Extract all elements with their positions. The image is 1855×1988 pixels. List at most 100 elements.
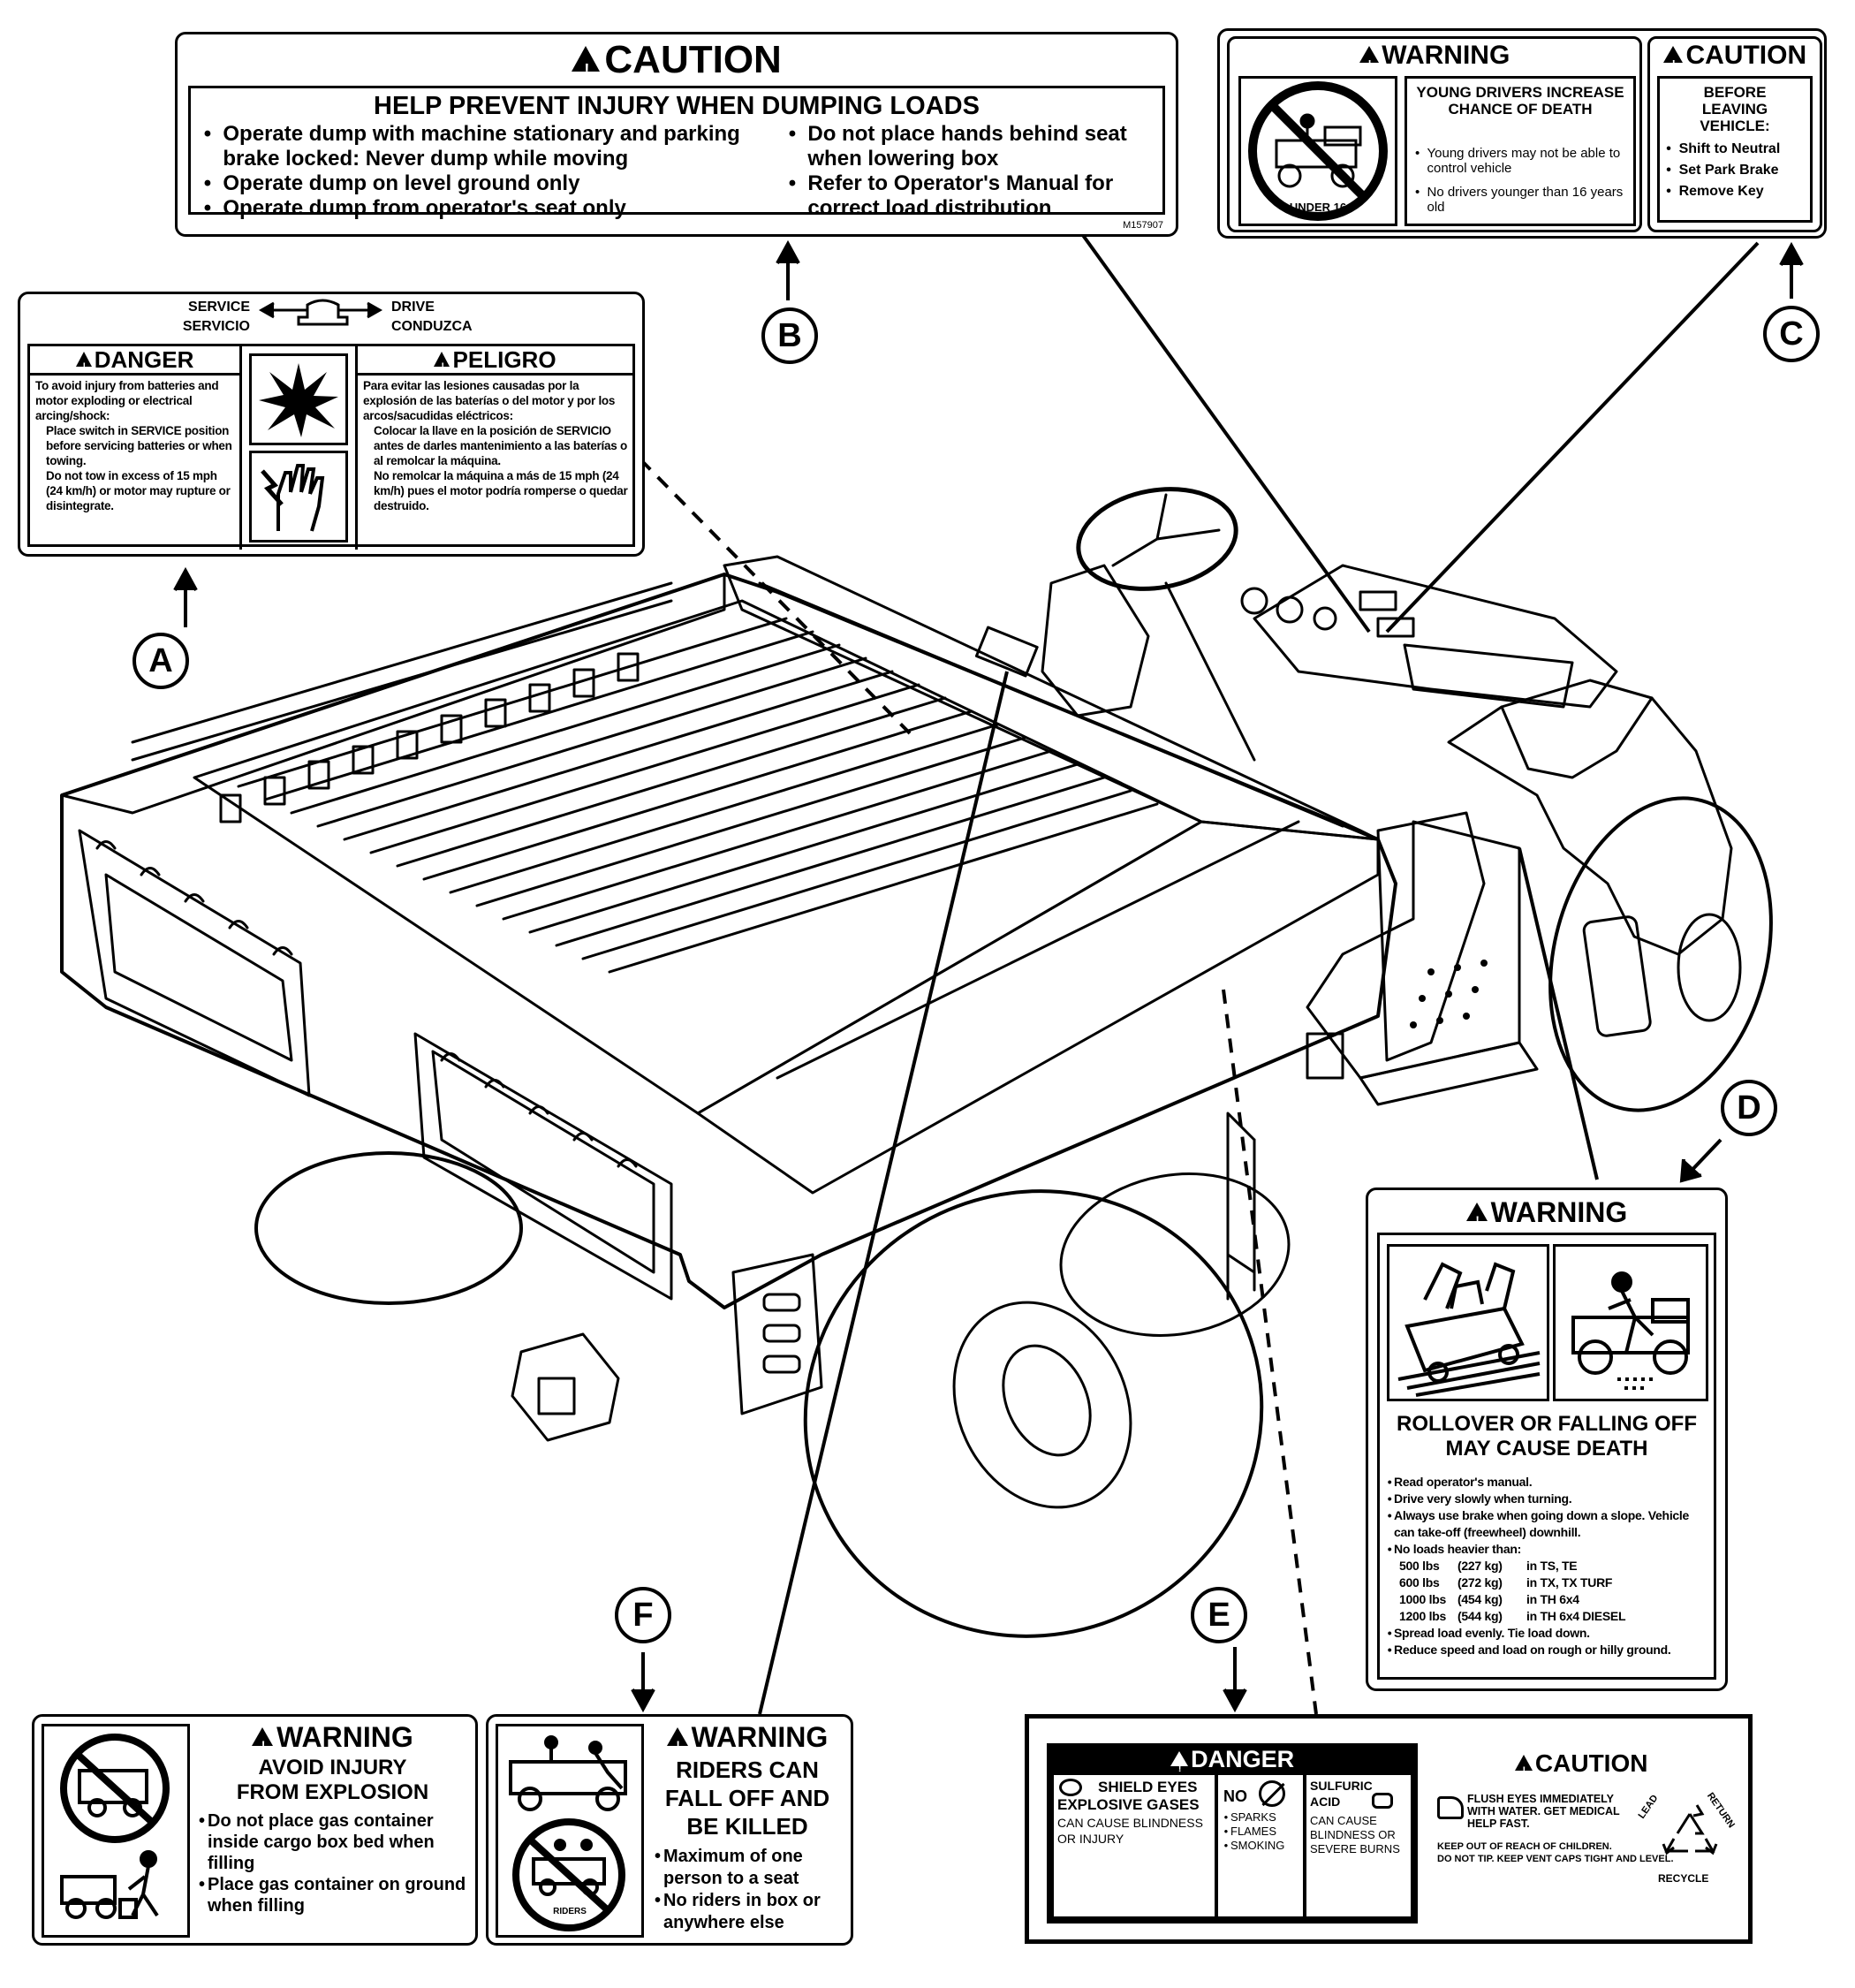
peligro-intro: Para evitar las lesiones causadas por la… bbox=[363, 379, 616, 422]
callout-e: E bbox=[1191, 1587, 1247, 1643]
rail-slots bbox=[219, 652, 640, 823]
decal-b-body: HELP PREVENT INJURY WHEN DUMPING LOADS O… bbox=[188, 86, 1165, 221]
warning-triangle-icon bbox=[1170, 1751, 1188, 1785]
no-smoking-icon bbox=[1259, 1780, 1285, 1807]
electric-shock-hand-icon bbox=[249, 451, 348, 543]
decal-c-caution-title: BEFORE LEAVING VEHICLE: bbox=[1700, 84, 1770, 134]
switch-conduzca-label: CONDUZCA bbox=[391, 319, 473, 334]
list-item: Reduce speed and load on rough or hilly … bbox=[1385, 1642, 1710, 1658]
list-item: Operate dump from operator's seat only bbox=[200, 196, 783, 221]
decal-c-caution: CAUTION BEFORE LEAVING VEHICLE: Shift to… bbox=[1647, 36, 1822, 232]
shield-eyes-box: SHIELD EYES EXPLOSIVE GASES CAN CAUSE BL… bbox=[1054, 1775, 1215, 1916]
decal-c-warning-list: Young drivers may not be able to control… bbox=[1412, 146, 1628, 215]
danger-panel: DANGER To avoid injury from batteries an… bbox=[30, 346, 242, 550]
recycle-icon: LEAD RETURN RECYCLE bbox=[1636, 1789, 1737, 1895]
load-kg: (544 kg) bbox=[1458, 1609, 1503, 1623]
list-item: FLAMES bbox=[1222, 1825, 1284, 1839]
decal-c-caution-body: BEFORE LEAVING VEHICLE: Shift to Neutral… bbox=[1657, 76, 1813, 223]
list-item: Maximum of one person to a seat bbox=[651, 1846, 845, 1890]
shield-eyes-text: SHIELD EYES bbox=[1098, 1779, 1198, 1795]
list-item: No loads heavier than: bbox=[1385, 1541, 1710, 1558]
warning-triangle-icon bbox=[1465, 1203, 1488, 1238]
decal-f2-riders-warning: RIDERS WARNING RIDERS CAN FALL OFF AND B… bbox=[486, 1714, 853, 1946]
decal-f1-title-2: FROM EXPLOSION bbox=[236, 1780, 429, 1804]
flush-line-2: WITH WATER. GET MEDICAL bbox=[1467, 1805, 1620, 1817]
decal-e-danger-panel: DANGER SHIELD EYES EXPLOSIVE GASES CAN C… bbox=[1047, 1743, 1418, 1924]
leader-a-dashed bbox=[639, 458, 912, 735]
switch-service-label: SERVICE bbox=[188, 300, 250, 315]
warning-triangle-icon bbox=[434, 352, 450, 380]
recycle-label: RECYCLE bbox=[1658, 1872, 1709, 1885]
list-item: Drive very slowly when turning. bbox=[1385, 1491, 1710, 1507]
sulfuric-acid-box: SULFURIC ACID CAN CAUSE BLINDNESS OR SEV… bbox=[1306, 1775, 1411, 1916]
decal-d-rollover-warning: WARNING ROLLOVER OR FALLING OFF MAY CAUS… bbox=[1366, 1187, 1728, 1691]
load-lbs: 1200 lbs bbox=[1399, 1609, 1447, 1623]
decal-f1-header: WARNING bbox=[195, 1720, 470, 1763]
flush-line-1: FLUSH EYES IMMEDIATELY bbox=[1467, 1793, 1614, 1805]
decal-b-part-number: M157907 bbox=[1123, 220, 1163, 231]
peligro-header: PELIGRO bbox=[358, 346, 632, 380]
acid-text-3: CAN CAUSE bbox=[1310, 1814, 1377, 1827]
keep-line-1: KEEP OUT OF REACH OF CHILDREN. bbox=[1437, 1841, 1612, 1852]
shield-text-4: OR INJURY bbox=[1057, 1832, 1124, 1846]
no-label: NO bbox=[1223, 1787, 1247, 1805]
decal-f2-title-2: FALL OFF AND bbox=[664, 1785, 830, 1811]
acid-text-5: SEVERE BURNS bbox=[1310, 1842, 1400, 1855]
list-item: Shift to Neutral bbox=[1663, 139, 1808, 160]
warning-triangle-icon bbox=[666, 1727, 688, 1763]
flush-line-3: HELP FAST. bbox=[1467, 1817, 1530, 1830]
danger-text: To avoid injury from batteries and motor… bbox=[35, 378, 236, 513]
list-item: Refer to Operator's Manual for correct l… bbox=[784, 171, 1164, 221]
decal-b-right-list: Do not place hands behind seat when lowe… bbox=[784, 122, 1164, 221]
switch-servicio-label: SERVICIO bbox=[182, 319, 250, 334]
load-row: 500 lbs(227 kg)in TS, TE bbox=[1385, 1558, 1710, 1574]
decal-a-body: DANGER To avoid injury from batteries an… bbox=[27, 344, 635, 550]
danger-header: DANGER bbox=[30, 346, 239, 380]
load-kg: (272 kg) bbox=[1458, 1575, 1503, 1590]
list-item: No riders in box or anywhere else bbox=[651, 1890, 845, 1934]
no-items: SPARKS FLAMES SMOKING bbox=[1222, 1810, 1285, 1853]
decal-f1-explosion-warning: WARNING AVOID INJURY FROM EXPLOSION Do n… bbox=[32, 1714, 478, 1946]
list-item: SMOKING bbox=[1222, 1839, 1285, 1853]
rear-right-wheel bbox=[803, 1189, 1264, 1638]
riders-caption: RIDERS bbox=[553, 1907, 587, 1916]
tailgate-bumps bbox=[95, 840, 638, 1168]
decal-b-dump-caution: CAUTION HELP PREVENT INJURY WHEN DUMPING… bbox=[175, 32, 1178, 237]
warning-triangle-icon bbox=[1359, 46, 1379, 81]
decal-f2-title-1: RIDERS CAN bbox=[676, 1757, 819, 1783]
list-item: Spread load evenly. Tie load down. bbox=[1385, 1625, 1710, 1642]
decal-c-warning-header: WARNING bbox=[1230, 39, 1639, 81]
eye-wash-icon bbox=[1437, 1796, 1464, 1819]
acid-text-2: ACID bbox=[1310, 1795, 1341, 1809]
trailer-hitch bbox=[511, 1332, 620, 1442]
switch-arrows-icon bbox=[258, 299, 383, 326]
decal-d-header: WARNING bbox=[1368, 1195, 1725, 1238]
explosion-icon bbox=[249, 353, 348, 445]
load-model: in TS, TE bbox=[1526, 1559, 1578, 1573]
acid-text-4: BLINDNESS OR bbox=[1310, 1828, 1396, 1841]
warning-triangle-icon bbox=[75, 352, 92, 380]
list-item: Remove Key bbox=[1663, 181, 1808, 202]
decal-f2-list: Maximum of one person to a seat No rider… bbox=[651, 1846, 845, 1934]
load-row: 600 lbs(272 kg)in TX, TX TURF bbox=[1385, 1574, 1710, 1591]
shield-text-3: CAN CAUSE BLINDNESS bbox=[1057, 1816, 1203, 1830]
load-row: 1200 lbs(544 kg)in TH 6x4 DIESEL bbox=[1385, 1608, 1710, 1625]
list-item: Place gas container on ground when filli… bbox=[195, 1874, 468, 1916]
load-lbs: 1000 lbs bbox=[1399, 1592, 1447, 1606]
front-wheel bbox=[1548, 796, 1773, 1112]
list-item: Do not place hands behind seat when lowe… bbox=[784, 122, 1164, 171]
taillight bbox=[731, 1253, 823, 1415]
list-item: No drivers younger than 16 years old bbox=[1412, 185, 1628, 215]
decal-c: WARNING UNDER 16 YOUNG DRIVERS INCREASE … bbox=[1217, 28, 1827, 239]
no-sparks-box: NO SPARKS FLAMES SMOKING bbox=[1218, 1775, 1303, 1916]
list-item: No remolcar la máquina a más de 15 mph (… bbox=[374, 469, 628, 512]
list-item: Set Park Brake bbox=[1663, 160, 1808, 181]
decal-a-battery-danger: SERVICE SERVICIO DRIVE CONDUZCA DANGER T… bbox=[18, 292, 645, 557]
acid-hand-icon bbox=[1372, 1793, 1393, 1809]
callout-c: C bbox=[1763, 306, 1820, 362]
load-row: 1000 lbs(454 kg)in TH 6x4 bbox=[1385, 1591, 1710, 1608]
list-item: Operate dump on level ground only bbox=[200, 171, 783, 196]
no-gas-in-box-pictogram bbox=[42, 1724, 190, 1938]
callout-f: F bbox=[615, 1587, 671, 1643]
flush-text: FLUSH EYES IMMEDIATELY WITH WATER. GET M… bbox=[1467, 1793, 1620, 1830]
